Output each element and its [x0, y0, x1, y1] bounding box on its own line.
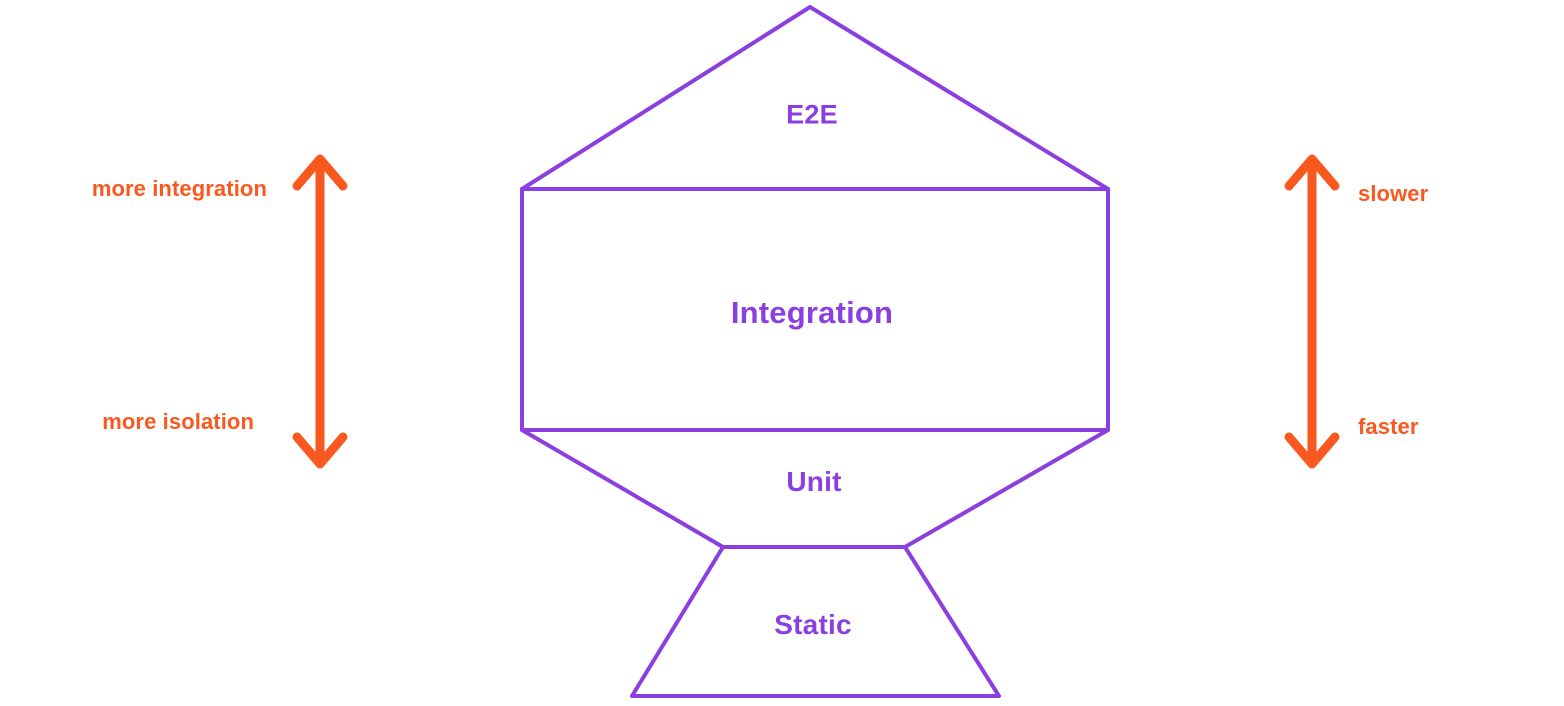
layer-label-static: Static [774, 609, 852, 640]
layer-label-unit: Unit [786, 466, 842, 497]
e2e-triangle-shape [520, 5, 1110, 191]
layer-label-e2e: E2E [786, 99, 838, 130]
right-axis-top-label: slower [1358, 181, 1429, 206]
left-axis-top-label: more integration [91, 176, 267, 201]
right-double-arrow-icon [1284, 154, 1340, 469]
left-double-arrow-icon [292, 154, 348, 469]
layer-label-integration: Integration [730, 295, 894, 330]
static-trapezoid-shape [630, 545, 1001, 698]
right-axis-bottom-label: faster [1358, 414, 1419, 439]
left-axis-bottom-label: more isolation [102, 409, 254, 434]
